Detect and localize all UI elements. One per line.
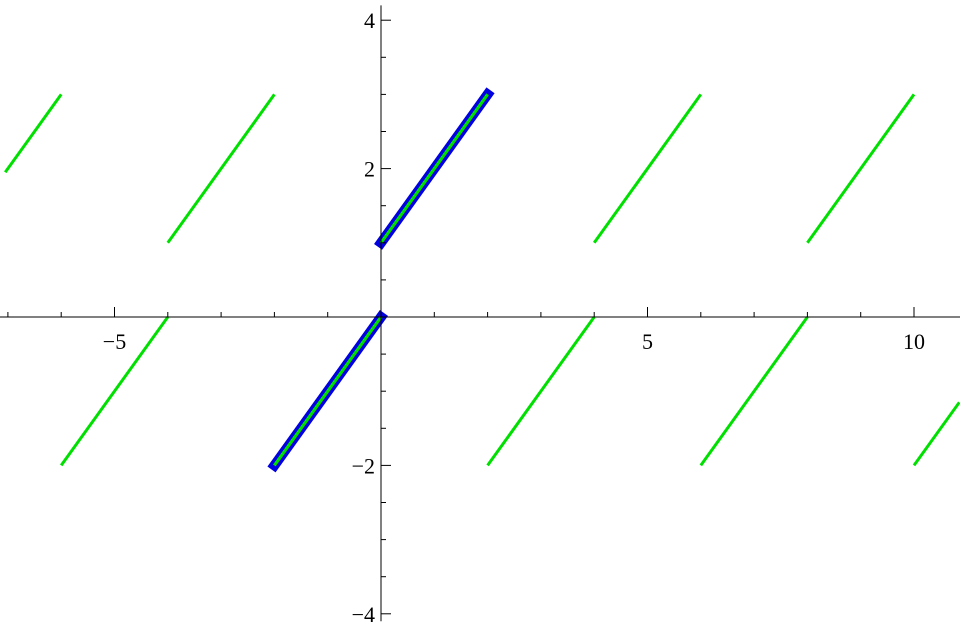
green-segment-5: [486, 316, 596, 467]
series-layer: [4, 87, 960, 473]
tick-labels: −5 5 10 −4 −2 2 4: [103, 8, 925, 623]
x-tick-label-2: 10: [903, 329, 925, 354]
green-segment-7: [699, 316, 809, 467]
y-tick-label-0: −4: [352, 602, 375, 623]
green-segment-2: [166, 93, 276, 244]
y-tick-label-2: 2: [364, 157, 375, 182]
green-segment-4: [379, 93, 489, 244]
green-segment-8: [806, 93, 916, 244]
green-segment-6: [592, 93, 703, 244]
x-tick-label-1: 5: [642, 329, 653, 354]
green-segment-1: [59, 316, 170, 467]
green-segment-3: [273, 316, 383, 467]
green-segment-9: [912, 401, 960, 467]
green-segment-0: [4, 93, 63, 174]
y-tick-label-3: 4: [364, 8, 375, 33]
x-tick-label-0: −5: [103, 329, 126, 354]
y-tick-label-1: −2: [352, 453, 375, 478]
axes: [0, 5, 960, 622]
